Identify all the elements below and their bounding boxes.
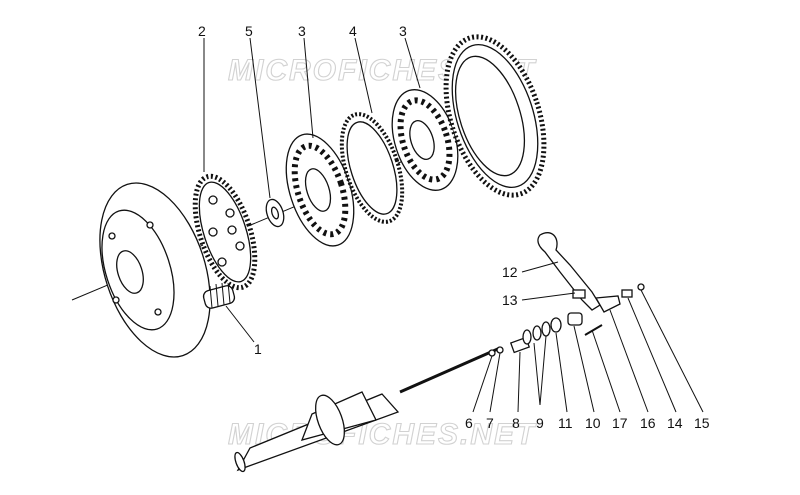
- main-shaft: [234, 346, 501, 473]
- callout-13: 13: [502, 292, 518, 308]
- toothed-driving-plate: [192, 173, 258, 291]
- friction-disc-right: [391, 89, 459, 191]
- callout-3-left: 3: [298, 23, 306, 39]
- callout-8: 8: [512, 415, 520, 431]
- callout-16: 16: [640, 415, 656, 431]
- callout-12: 12: [502, 264, 518, 280]
- callout-7: 7: [486, 415, 494, 431]
- clutch-spring: [202, 281, 236, 309]
- callout-6: 6: [465, 415, 473, 431]
- callout-3-right: 3: [399, 23, 407, 39]
- steel-clutch-plate: [339, 112, 405, 224]
- friction-disc-left: [285, 133, 355, 247]
- callout-15: 15: [694, 415, 710, 431]
- callout-4: 4: [349, 23, 357, 39]
- callout-11: 11: [558, 415, 573, 431]
- ring-gear: [443, 34, 547, 198]
- clutch-release-lever: [537, 232, 645, 313]
- flywheel-housing: [99, 182, 211, 358]
- hub-bushing: [265, 198, 285, 228]
- callout-2: 2: [198, 23, 206, 39]
- callout-10: 10: [585, 415, 601, 431]
- callout-14: 14: [667, 415, 683, 431]
- leader-lines: [203, 37, 704, 413]
- callout-17: 17: [612, 415, 628, 431]
- callout-1: 1: [254, 341, 262, 357]
- release-bearing-stack: [488, 312, 603, 357]
- callout-9: 9: [536, 415, 544, 431]
- callout-5: 5: [245, 23, 253, 39]
